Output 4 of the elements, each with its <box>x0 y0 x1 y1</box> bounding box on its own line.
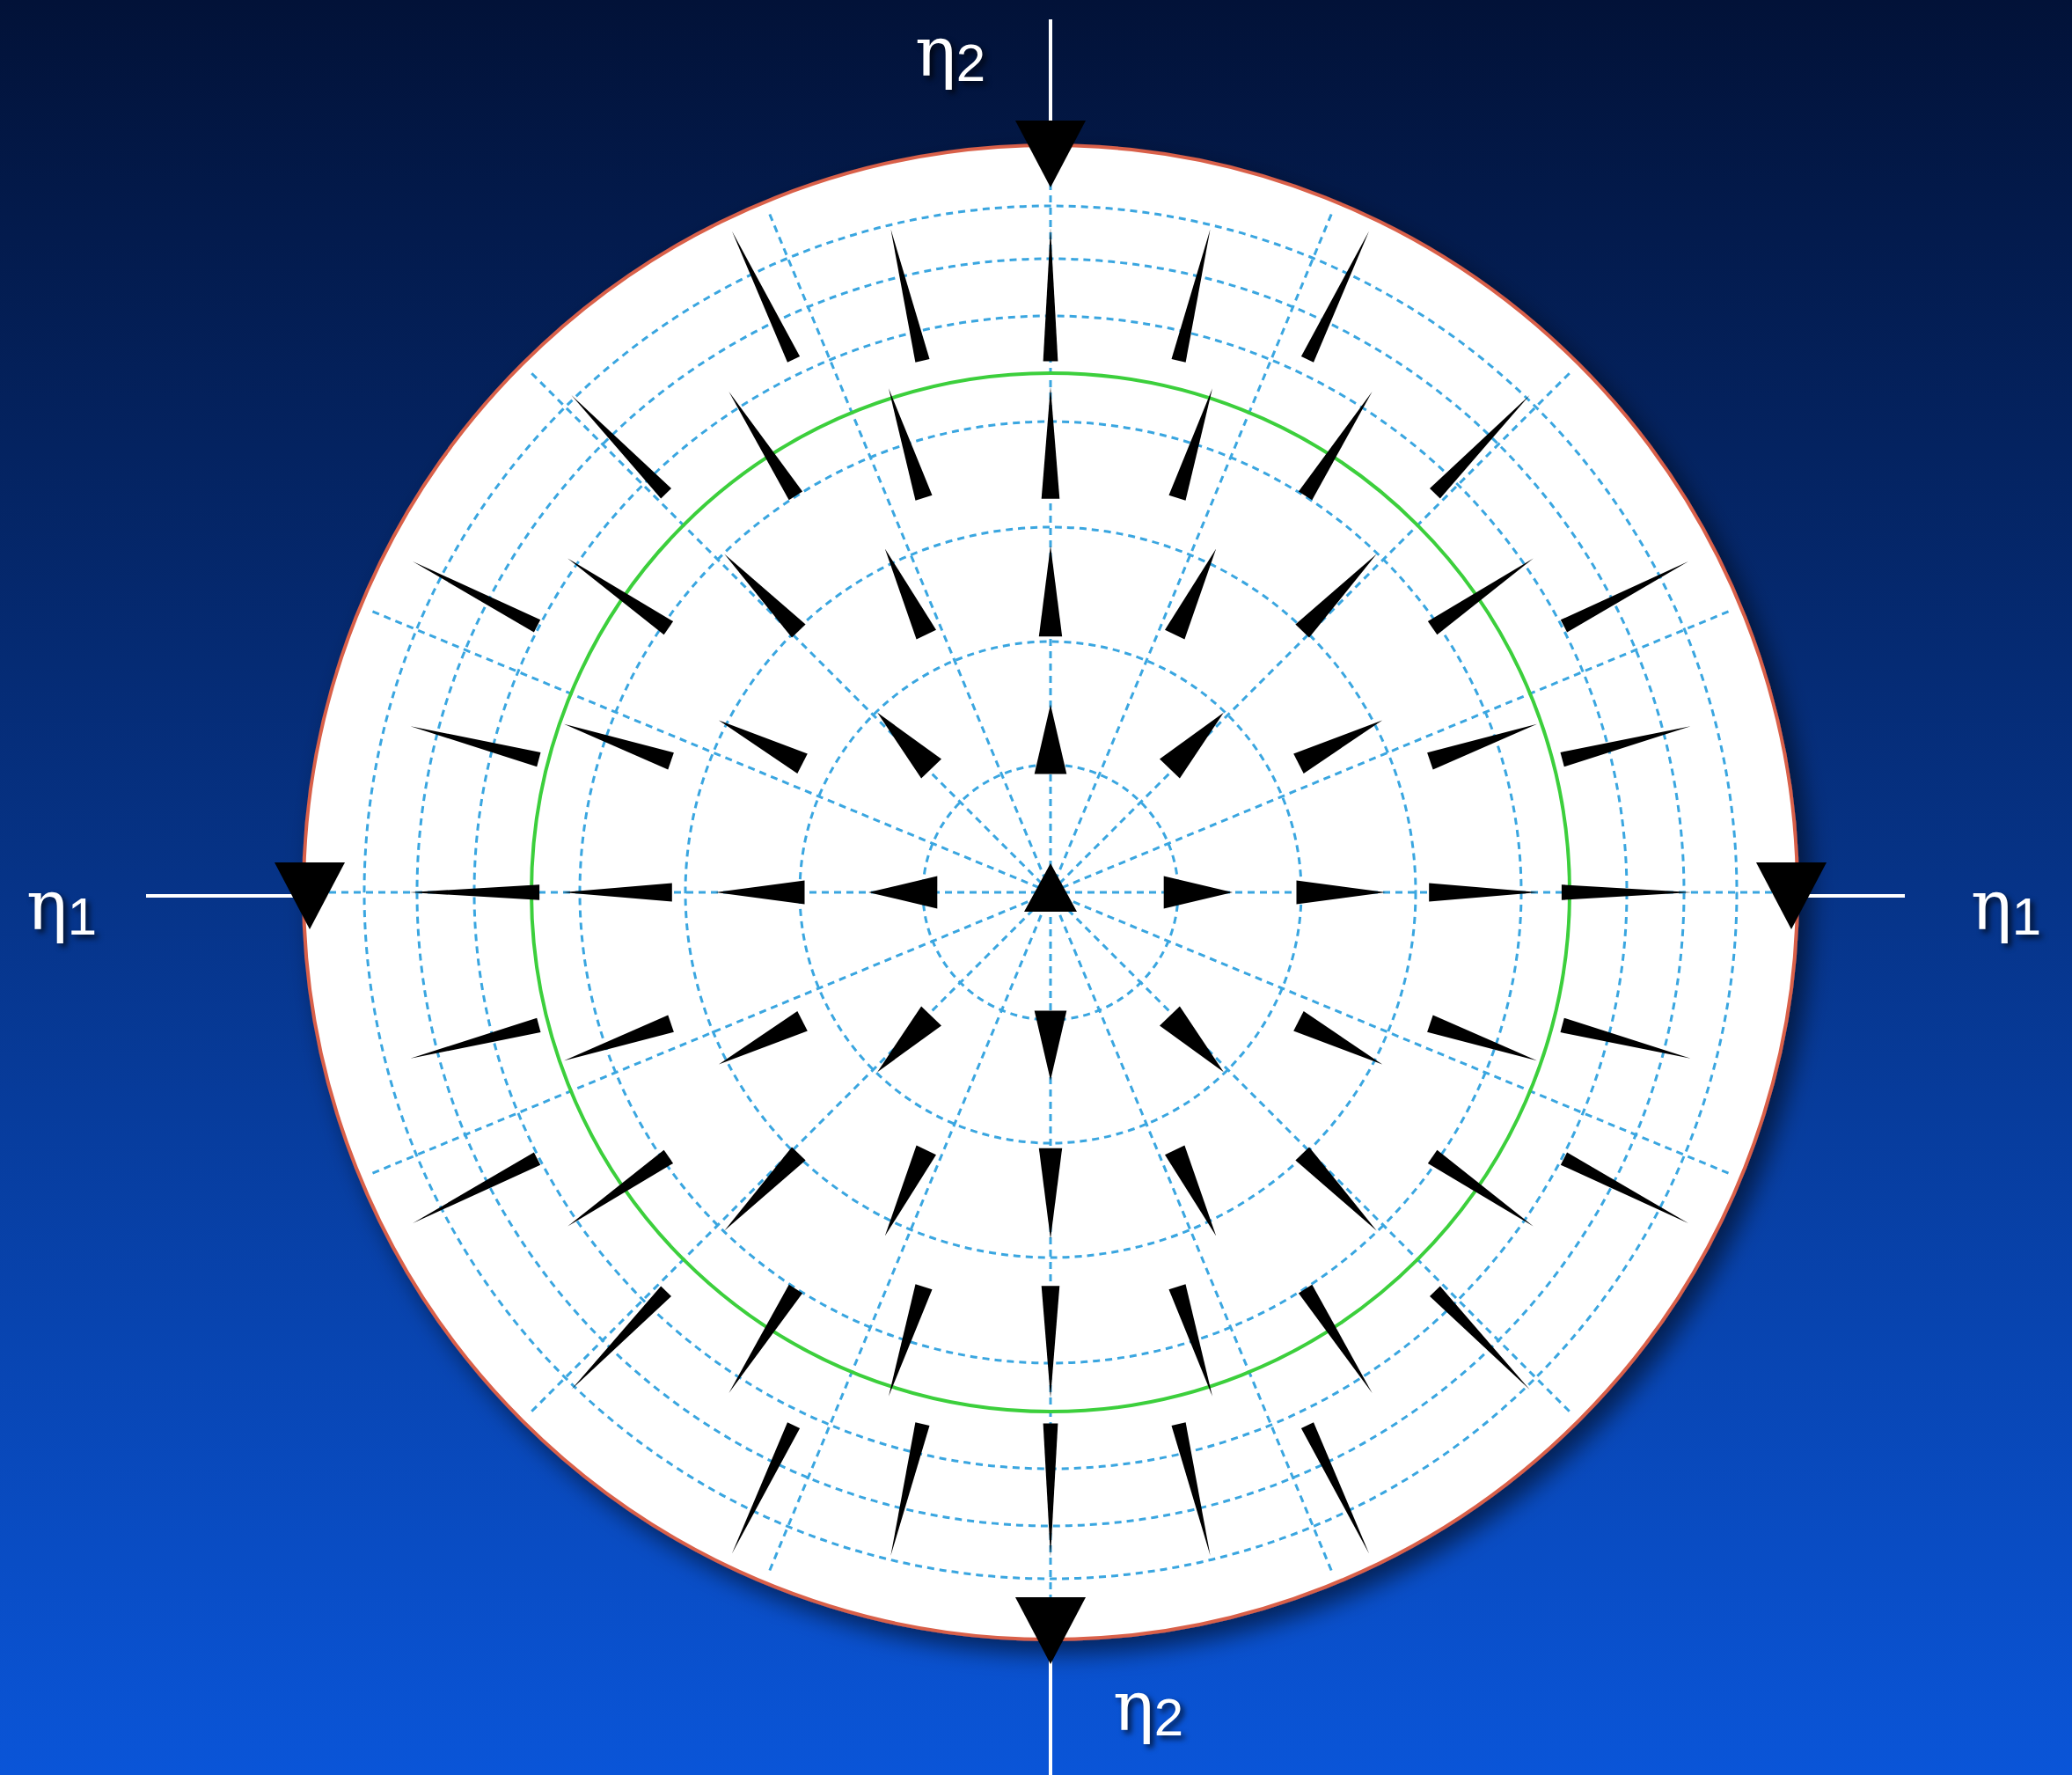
axis-label: η$_{2}$ <box>1113 1672 1184 1744</box>
axis-label: η$_{1}$ <box>26 871 98 943</box>
axis-label: η$_{1}$ <box>1971 871 2042 943</box>
axis-label: η$_{2}$ <box>915 18 986 90</box>
